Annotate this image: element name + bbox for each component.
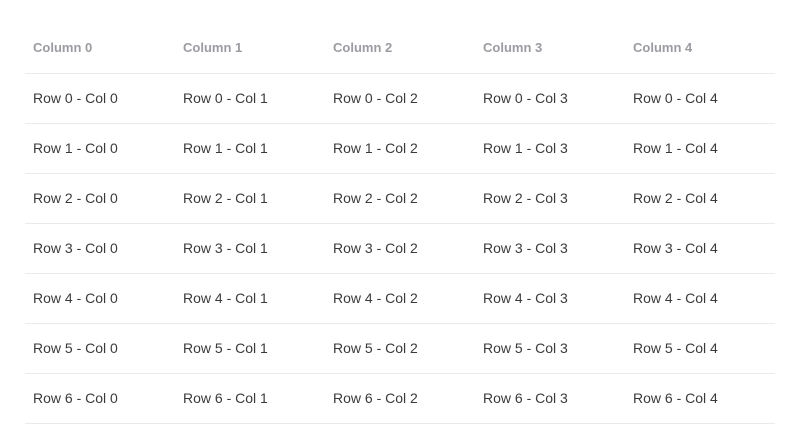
table-cell: Row 5 - Col 3 (475, 323, 625, 374)
table-cell: Row 5 - Col 2 (325, 323, 475, 374)
table-cell: Row 6 - Col 3 (475, 373, 625, 424)
table-cell: Row 0 - Col 4 (625, 73, 775, 124)
table-cell: Row 1 - Col 2 (325, 123, 475, 174)
column-header[interactable]: Column 1 (175, 23, 325, 74)
table-cell: Row 3 - Col 0 (25, 223, 175, 274)
data-table-container: Column 0 Column 1 Column 2 Column 3 Colu… (25, 23, 775, 424)
column-header[interactable]: Column 0 (25, 23, 175, 74)
table-cell: Row 6 - Col 4 (625, 373, 775, 424)
table-cell: Row 1 - Col 1 (175, 123, 325, 174)
table-cell: Row 3 - Col 1 (175, 223, 325, 274)
table-cell: Row 1 - Col 3 (475, 123, 625, 174)
table-cell: Row 4 - Col 2 (325, 273, 475, 324)
table-cell: Row 5 - Col 0 (25, 323, 175, 374)
table-cell: Row 0 - Col 2 (325, 73, 475, 124)
table-cell: Row 5 - Col 1 (175, 323, 325, 374)
table-cell: Row 4 - Col 3 (475, 273, 625, 324)
column-header[interactable]: Column 3 (475, 23, 625, 74)
table-cell: Row 2 - Col 2 (325, 173, 475, 224)
table-cell: Row 0 - Col 1 (175, 73, 325, 124)
table-cell: Row 6 - Col 2 (325, 373, 475, 424)
table-cell: Row 3 - Col 3 (475, 223, 625, 274)
table-cell: Row 2 - Col 1 (175, 173, 325, 224)
table-cell: Row 2 - Col 0 (25, 173, 175, 224)
column-header[interactable]: Column 4 (625, 23, 775, 74)
table-cell: Row 3 - Col 4 (625, 223, 775, 274)
table-cell: Row 2 - Col 3 (475, 173, 625, 224)
table-cell: Row 4 - Col 1 (175, 273, 325, 324)
table-cell: Row 0 - Col 0 (25, 73, 175, 124)
table-cell: Row 4 - Col 4 (625, 273, 775, 324)
table-cell: Row 4 - Col 0 (25, 273, 175, 324)
data-table: Column 0 Column 1 Column 2 Column 3 Colu… (25, 23, 775, 424)
table-cell: Row 6 - Col 0 (25, 373, 175, 424)
table-cell: Row 2 - Col 4 (625, 173, 775, 224)
table-cell: Row 1 - Col 4 (625, 123, 775, 174)
table-cell: Row 3 - Col 2 (325, 223, 475, 274)
table-header-row: Column 0 Column 1 Column 2 Column 3 Colu… (25, 23, 775, 74)
table-cell: Row 1 - Col 0 (25, 123, 175, 174)
table-cell: Row 5 - Col 4 (625, 323, 775, 374)
column-header[interactable]: Column 2 (325, 23, 475, 74)
table-cell: Row 6 - Col 1 (175, 373, 325, 424)
table-cell: Row 0 - Col 3 (475, 73, 625, 124)
